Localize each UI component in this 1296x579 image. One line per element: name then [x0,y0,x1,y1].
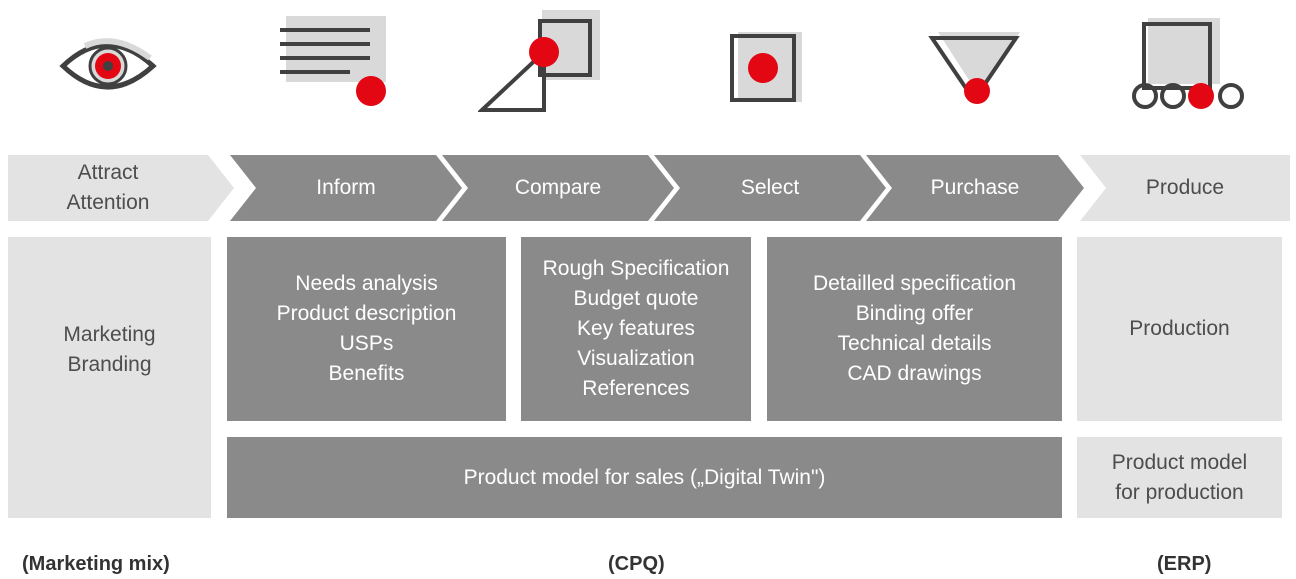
document-icon [280,16,386,106]
stage-attract-attention: Attract Attention [8,155,234,221]
box-line: Budget quote [573,287,699,310]
stage-label: Inform [316,176,376,199]
box-line: Visualization [577,347,695,370]
footer-cpq: (CPQ) [608,553,665,575]
box-line: Benefits [328,362,405,385]
box-line: Production [1129,317,1230,340]
footer-erp: (ERP) [1157,553,1212,575]
footer-marketing-mix: (Marketing mix) [22,553,170,575]
eye-icon [59,38,157,90]
box-line: Rough Specification [542,257,730,280]
sales-model-box: Product model for sales („Digital Twin") [227,437,1062,518]
select-icon [730,32,802,102]
stage-label: Compare [514,176,602,199]
box-line: Marketing [63,322,156,346]
box-line: References [582,377,690,400]
funnel-icon [928,32,1020,104]
production-box: Production [1077,237,1282,421]
box-line: CAD drawings [847,362,982,385]
box-line: Detailled specification [812,272,1017,295]
stage-produce: Produce [1080,155,1290,221]
stage-label: Attract [77,161,139,184]
stage-label: Purchase [930,176,1020,199]
box-line: Technical details [837,332,992,355]
box-line: Product model [1111,450,1248,474]
marketing-box: Marketing Branding [8,237,211,518]
stage-inform: Inform [230,155,462,221]
box-line: for production [1115,480,1244,504]
box-line: Binding offer [855,302,974,325]
stage-label: Produce [1145,176,1225,199]
box-line: Product model for sales („Digital Twin") [463,465,826,489]
box-line: Branding [67,352,152,376]
box-line: Key features [577,317,695,340]
box-line: USPs [339,332,394,355]
stage-label: Select [740,176,800,199]
box-line: Product description [276,302,457,325]
stage-purchase: Purchase [866,155,1084,221]
compare-icon [478,10,600,112]
stage-select: Select [654,155,886,221]
production-model-box: Product model for production [1077,437,1282,518]
select-box: Detailled specification Binding offer Te… [767,237,1062,421]
conveyor-icon [1132,18,1244,109]
inform-box: Needs analysis Product description USPs … [227,237,506,421]
compare-box: Rough Specification Budget quote Key fea… [521,237,751,421]
stage-compare: Compare [442,155,674,221]
stage-label: Attention [66,191,150,214]
box-line: Needs analysis [295,272,438,295]
